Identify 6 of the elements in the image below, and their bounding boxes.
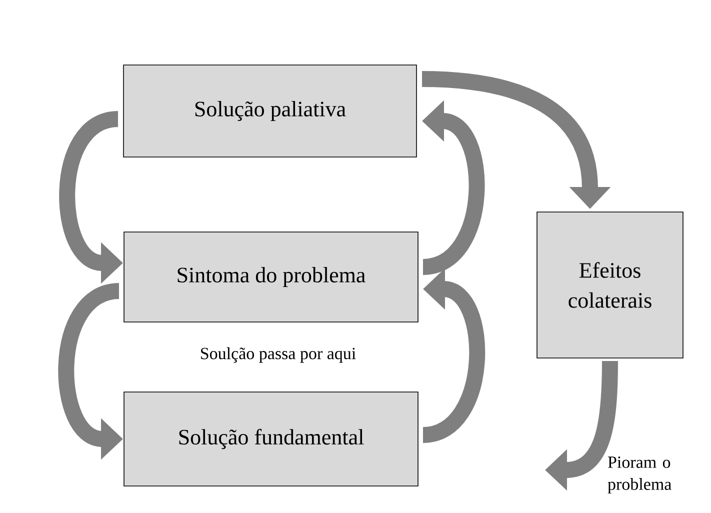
process-box: Solução fundamental [124, 392, 418, 486]
process-box: Efeitos colaterais [536, 212, 684, 358]
process-box: Sintoma do problema [124, 232, 418, 322]
edge-label: Pioram o problema [608, 456, 672, 494]
process-box: Solução paliativa [123, 64, 417, 158]
note-text: Soulção passa por aqui [201, 347, 356, 363]
